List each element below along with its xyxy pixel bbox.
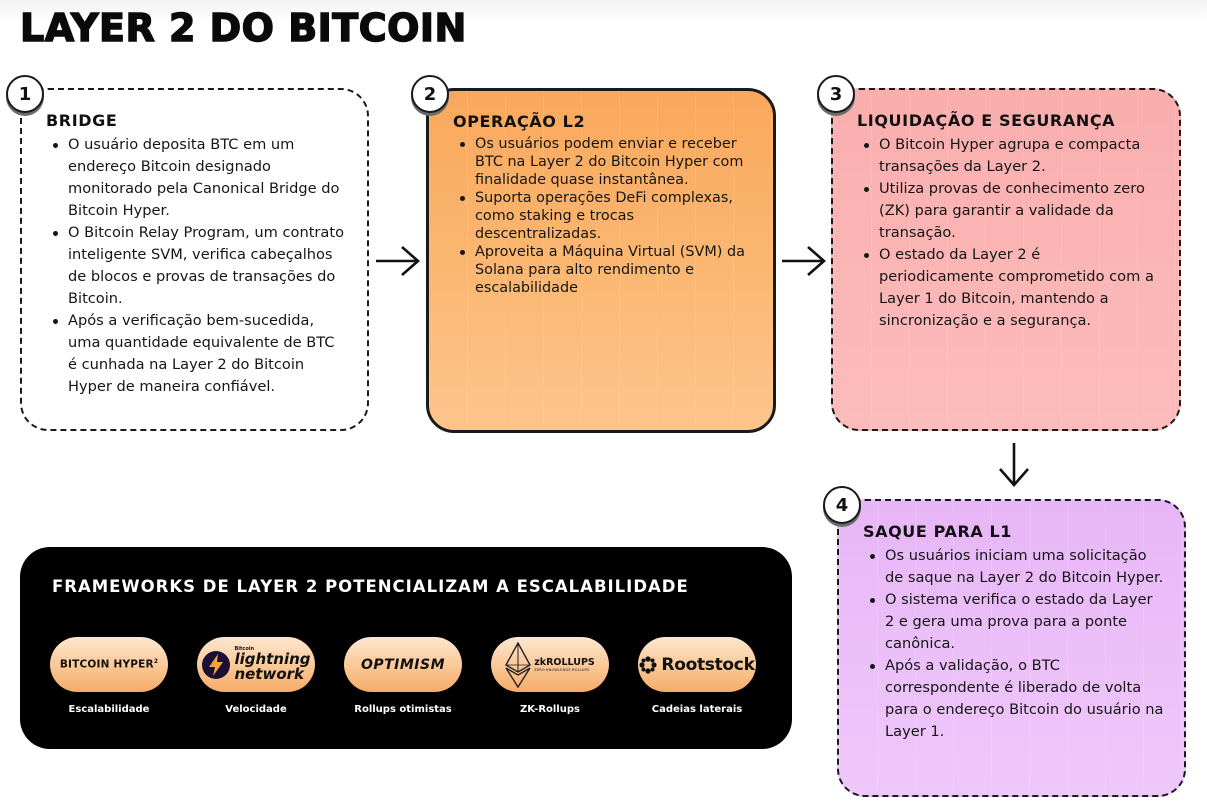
framework-caption: Escalabilidade xyxy=(68,704,150,715)
framework-caption: Cadeias laterais xyxy=(651,704,743,715)
logo-text-2: network xyxy=(234,665,304,683)
framework-item-bitcoin-hyper: BITCOIN HYPER2 Escalabilidade xyxy=(50,637,168,715)
step-bullet-list: O usuário deposita BTC em um endereço Bi… xyxy=(46,134,347,398)
step-card-withdraw-l1: SAQUE PARA L1 Os usuários iniciam uma so… xyxy=(837,499,1186,797)
logo-text: Rootstock xyxy=(661,654,755,675)
arrow-right-icon xyxy=(782,246,826,276)
logo-superscript: 2 xyxy=(153,658,159,666)
frameworks-title: FRAMEWORKS DE LAYER 2 POTENCIALIZAM A ES… xyxy=(52,577,689,596)
framework-item-zk-rollups: zkROLLUPS ZERO KNOWLEDGE ROLLUPS ZK-Roll… xyxy=(491,637,609,715)
arrow-down-icon xyxy=(999,443,1029,487)
framework-item-rootstock: Rootstock Cadeias laterais xyxy=(638,637,756,715)
step-title: OPERAÇÃO L2 xyxy=(453,112,586,131)
step-bullet-list: O Bitcoin Hyper agrupa e compacta transa… xyxy=(857,134,1159,332)
logo-text: BITCOIN HYPER xyxy=(59,658,154,671)
list-item: Suporta operações DeFi complexas, como s… xyxy=(453,189,753,243)
framework-caption: ZK-Rollups xyxy=(520,704,580,715)
step-card-bridge: BRIDGE O usuário deposita BTC em um ende… xyxy=(20,88,369,431)
list-item: O usuário deposita BTC em um endereço Bi… xyxy=(46,134,347,222)
rootstock-flower-icon xyxy=(639,655,658,674)
list-item: O Bitcoin Relay Program, um contrato int… xyxy=(46,222,347,310)
optimism-logo: OPTIMISM xyxy=(344,637,462,692)
logo-small-text: Bitcoin xyxy=(234,646,255,652)
list-item: Aproveita a Máquina Virtual (SVM) da Sol… xyxy=(453,243,753,297)
list-item: O Bitcoin Hyper agrupa e compacta transa… xyxy=(857,134,1159,178)
list-item: Os usuários iniciam uma solicitação de s… xyxy=(863,545,1164,589)
step-number-badge: 4 xyxy=(823,486,861,524)
lightning-network-logo: Bitcoin lightning network xyxy=(197,637,315,692)
framework-caption: Velocidade xyxy=(225,704,287,715)
step-bullet-list: Os usuários podem enviar e receber BTC n… xyxy=(453,135,753,297)
step-title: LIQUIDAÇÃO E SEGURANÇA xyxy=(857,111,1116,130)
ethereum-diamond-icon xyxy=(505,641,532,688)
arrow-right-icon xyxy=(376,246,420,276)
step-number-badge: 2 xyxy=(411,75,449,113)
framework-item-lightning: Bitcoin lightning network Velocidade xyxy=(197,637,315,715)
step-card-l2-operation: OPERAÇÃO L2 Os usuários podem enviar e r… xyxy=(426,88,776,433)
page-title: LAYER 2 DO BITCOIN xyxy=(19,5,467,51)
step-title: SAQUE PARA L1 xyxy=(863,522,1013,541)
bitcoin-hyper-logo: BITCOIN HYPER2 xyxy=(50,637,168,692)
frameworks-logo-row: BITCOIN HYPER2 Escalabilidade Bitcoin li… xyxy=(50,637,756,715)
logo-text: zkROLLUPS xyxy=(534,657,595,668)
rootstock-logo: Rootstock xyxy=(638,637,756,692)
list-item: Utiliza provas de conhecimento zero (ZK)… xyxy=(857,178,1159,244)
step-bullet-list: Os usuários iniciam uma solicitação de s… xyxy=(863,545,1164,743)
framework-item-optimism: OPTIMISM Rollups otimistas xyxy=(344,637,462,715)
list-item: O sistema verifica o estado da Layer 2 e… xyxy=(863,589,1164,655)
frameworks-panel: FRAMEWORKS DE LAYER 2 POTENCIALIZAM A ES… xyxy=(20,547,792,749)
step-card-settlement-security: LIQUIDAÇÃO E SEGURANÇA O Bitcoin Hyper a… xyxy=(831,88,1181,431)
list-item: O estado da Layer 2 é periodicamente com… xyxy=(857,244,1159,332)
logo-small-text: ZERO KNOWLEDGE ROLLUPS xyxy=(534,668,590,672)
zk-rollups-logo: zkROLLUPS ZERO KNOWLEDGE ROLLUPS xyxy=(491,637,609,692)
list-item: Após a verificação bem-sucedida, uma qua… xyxy=(46,310,347,398)
framework-caption: Rollups otimistas xyxy=(354,704,452,715)
logo-text: lightning xyxy=(234,650,311,668)
step-number-badge: 3 xyxy=(817,75,855,113)
list-item: Os usuários podem enviar e receber BTC n… xyxy=(453,135,753,189)
step-number-badge: 1 xyxy=(6,75,44,113)
lightning-bolt-icon xyxy=(202,650,231,679)
step-title: BRIDGE xyxy=(46,111,118,130)
list-item: Após a validação, o BTC correspondente é… xyxy=(863,655,1164,743)
logo-text: OPTIMISM xyxy=(360,656,446,673)
